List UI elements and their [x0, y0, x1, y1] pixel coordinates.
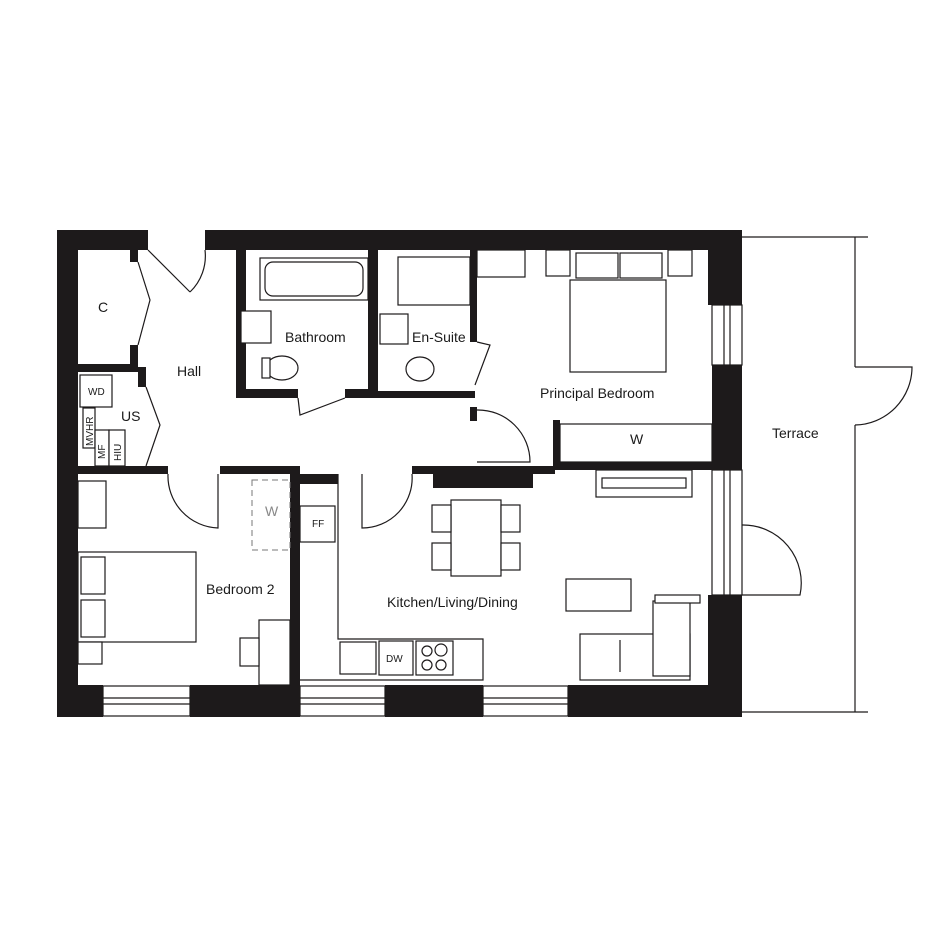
label-kitchen: Kitchen/Living/Dining	[387, 594, 518, 610]
room-labels: C Hall US Bathroom En-Suite Principal Be…	[85, 299, 819, 665]
terrace	[742, 236, 868, 713]
label-bedroom2: Bedroom 2	[206, 581, 275, 597]
label-dw: DW	[386, 654, 403, 665]
label-mvhr: MVHR	[85, 417, 96, 446]
label-ff: FF	[312, 519, 324, 530]
label-utility: US	[121, 408, 140, 424]
windows	[102, 304, 743, 717]
label-wardrobe-bed2: W	[265, 503, 279, 519]
label-wd: WD	[88, 387, 105, 398]
label-cupboard: C	[98, 299, 108, 315]
label-wardrobe-principal: W	[630, 431, 644, 447]
doors	[137, 249, 913, 596]
furniture	[77, 249, 713, 686]
label-hall: Hall	[177, 363, 201, 379]
label-terrace: Terrace	[772, 425, 819, 441]
label-ensuite: En-Suite	[412, 329, 466, 345]
label-principal-bedroom: Principal Bedroom	[540, 385, 654, 401]
label-mf: MF	[97, 445, 108, 459]
label-bathroom: Bathroom	[285, 329, 346, 345]
label-hiu: HIU	[113, 444, 124, 461]
